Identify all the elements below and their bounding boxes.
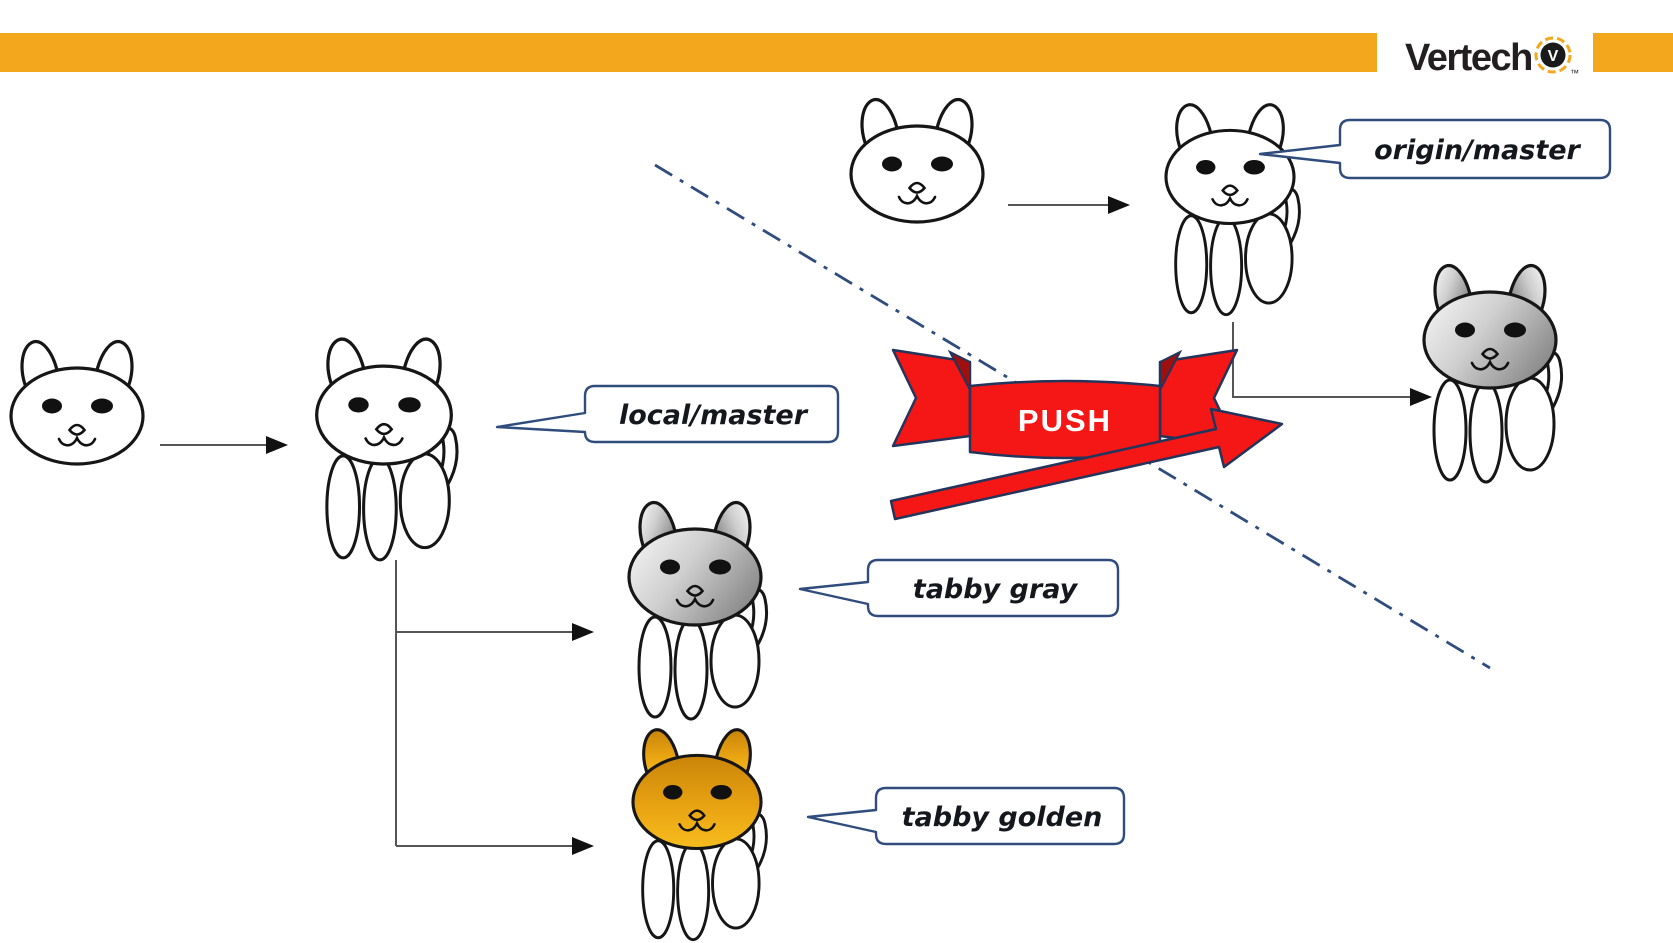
- arrow-origin-to-remote-gray: [1232, 322, 1432, 406]
- trademark-symbol: ™: [1570, 68, 1579, 78]
- push-ribbon: PUSH: [891, 348, 1239, 460]
- tabby-gray-label: tabby gray: [913, 574, 1079, 605]
- cat-gray-tabby-icon: [629, 503, 769, 721]
- push-arrow: [889, 407, 1284, 521]
- cat-golden-tabby-icon: [633, 730, 768, 942]
- local-master-label: local/master: [619, 400, 809, 431]
- bubble-tabby-golden: tabby golden: [806, 786, 1126, 846]
- cat-white-full-local-master-icon: [317, 339, 459, 562]
- origin-master-label: origin/master: [1374, 135, 1581, 166]
- cat-white-head-remote-icon: [851, 100, 983, 222]
- badge-letter: V: [1548, 48, 1559, 65]
- cat-white-full-origin-master-icon: [1166, 105, 1301, 317]
- vertech-wordmark: Vertech: [1405, 37, 1532, 79]
- cat-white-head-local-icon: [11, 342, 143, 464]
- cat-gray-remote-icon: [1424, 266, 1564, 484]
- push-ribbon-label: PUSH: [1018, 403, 1112, 438]
- tabby-golden-label: tabby golden: [902, 802, 1103, 833]
- remote-local-divider-line: [654, 163, 1491, 670]
- vertech-logo: Vertech V ™: [1405, 36, 1579, 79]
- bubble-local-master: local/master: [495, 384, 840, 444]
- vertech-badge-icon: V: [1534, 36, 1572, 74]
- top-banner-left: [0, 33, 1377, 72]
- top-banner-right: [1593, 33, 1673, 72]
- bubble-origin-master: origin/master: [1258, 118, 1612, 180]
- bubble-tabby-gray: tabby gray: [798, 558, 1120, 618]
